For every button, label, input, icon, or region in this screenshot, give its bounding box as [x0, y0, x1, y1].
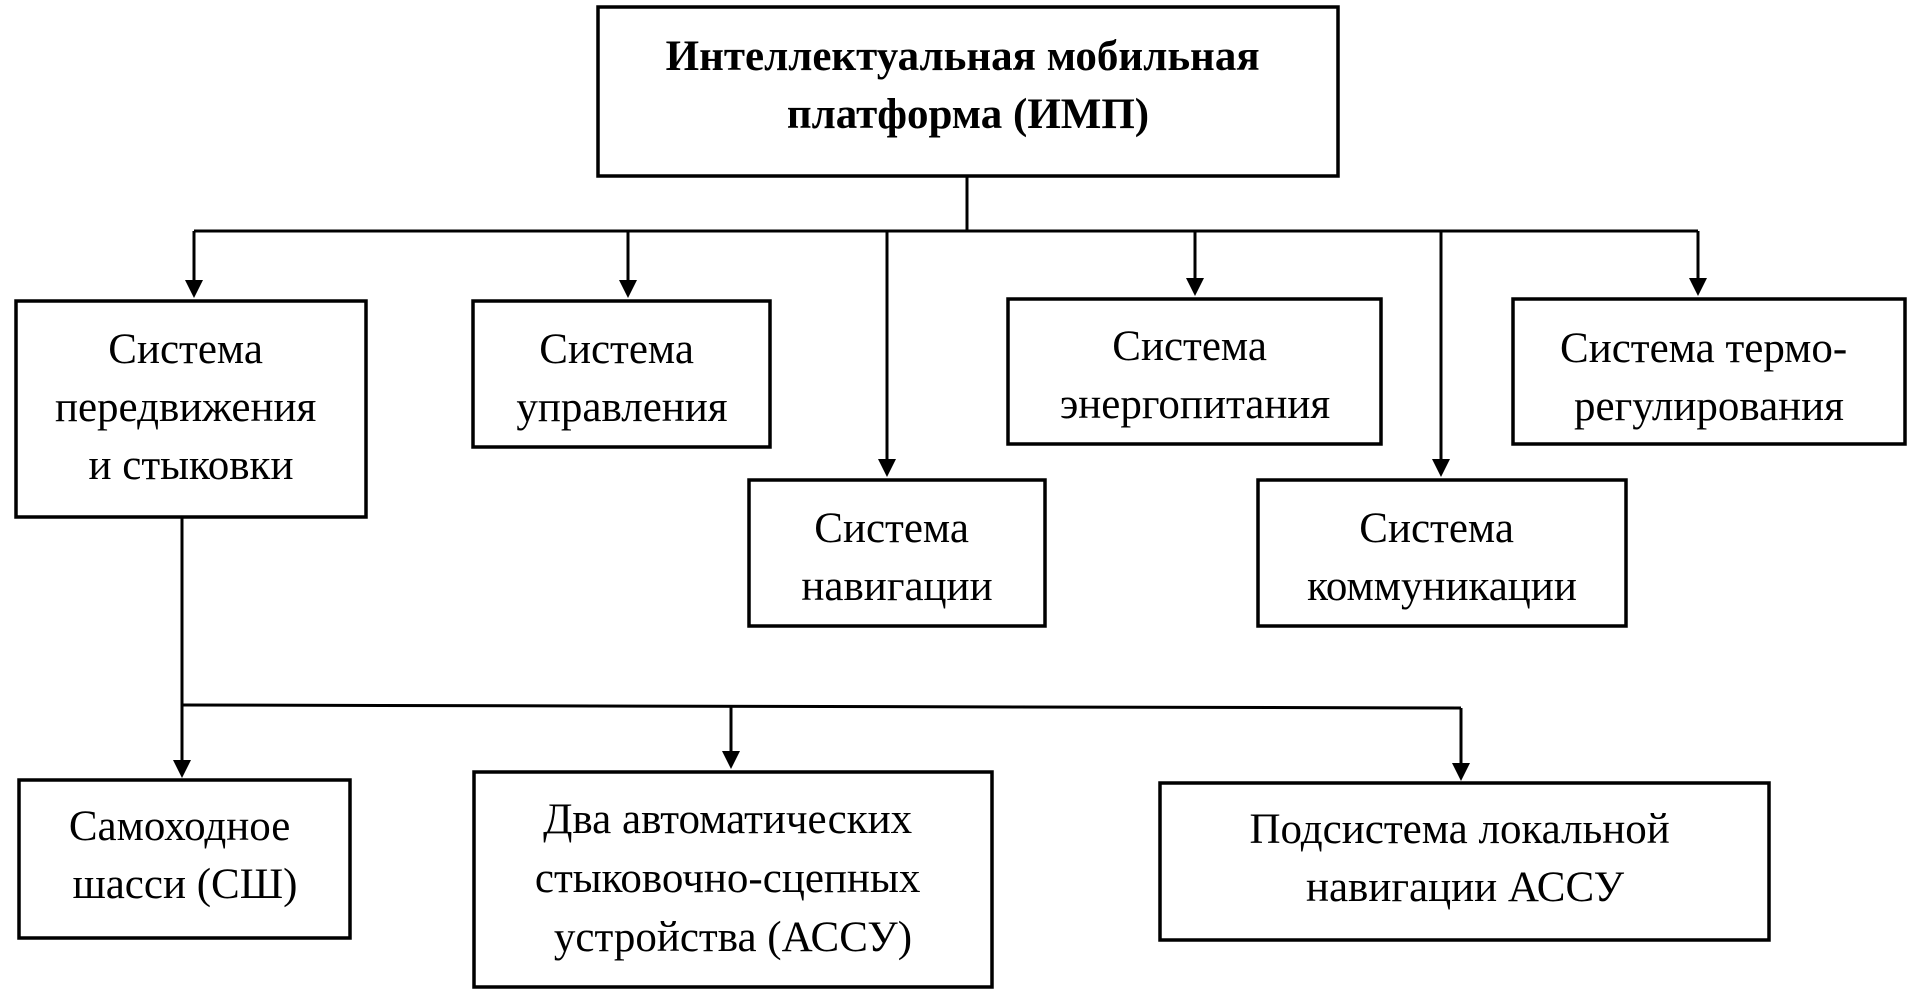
- node-box: [1006, 297, 1383, 446]
- node-label-line: Система: [814, 505, 969, 552]
- node-label-line: навигации: [801, 563, 992, 610]
- node-label-line: стыковочно-сцепных: [535, 855, 920, 902]
- node-label-line: Подсистема локальной: [1249, 806, 1669, 853]
- node-label: Интеллектуальная мобильная платформа (ИМ…: [666, 33, 1271, 138]
- node-box: [1158, 781, 1771, 942]
- node-label: Система управления: [516, 326, 727, 431]
- node-label-line: регулирования: [1574, 383, 1844, 430]
- node-label-line: Система: [108, 326, 263, 373]
- node-docking-devices: Два автоматических стыковочно-сцепных ус…: [472, 770, 994, 989]
- node-label-line: Система: [539, 326, 694, 373]
- node-label-line: передвижения: [55, 384, 316, 431]
- node-control-system: Система управления: [471, 299, 772, 449]
- node-movement-docking-system: Система передвижения и стыковки: [14, 299, 368, 519]
- node-label-line: навигации АССУ: [1306, 864, 1625, 911]
- node-navigation-system: Система навигации: [747, 478, 1047, 628]
- arrowhead-movement-system: [185, 280, 203, 298]
- node-label-line: Система: [1359, 505, 1514, 552]
- arrowhead-docking-devices: [722, 751, 740, 769]
- node-label: Система коммуникации: [1307, 505, 1577, 610]
- arrowhead-navigation-system: [878, 459, 896, 477]
- node-box: [17, 778, 352, 940]
- node-label-line: и стыковки: [89, 442, 294, 489]
- node-power-system: Система энергопитания: [1006, 297, 1383, 446]
- node-label: Система энергопитания: [1060, 323, 1330, 428]
- node-label-line: платформа (ИМП): [787, 91, 1149, 138]
- node-box: [747, 478, 1047, 628]
- arrowhead-local-navigation: [1452, 763, 1470, 781]
- node-label: Подсистема локальной навигации АССУ: [1249, 806, 1680, 911]
- node-self-propelled-chassis: Самоходное шасси (СШ): [17, 778, 352, 940]
- arrowhead-communication-system: [1432, 459, 1450, 477]
- connectors: [173, 176, 1707, 781]
- node-label: Два автоматических стыковочно-сцепных ус…: [535, 796, 931, 961]
- node-thermal-regulation-system: Система термо- регулирования: [1511, 297, 1907, 446]
- node-label-line: Самоходное: [69, 803, 291, 850]
- node-label-line: коммуникации: [1307, 563, 1577, 610]
- node-label-line: шасси (СШ): [73, 861, 298, 908]
- node-box: [1256, 478, 1628, 628]
- arrowhead-power-system: [1186, 278, 1204, 296]
- node-label: Система передвижения и стыковки: [55, 326, 327, 489]
- node-label-line: управления: [516, 384, 727, 431]
- arrowhead-chassis: [173, 760, 191, 778]
- node-root-imp: Интеллектуальная мобильная платформа (ИМ…: [596, 5, 1340, 178]
- node-box: [596, 5, 1340, 178]
- node-box: [471, 299, 772, 449]
- node-local-navigation-subsystem: Подсистема локальной навигации АССУ: [1158, 781, 1771, 942]
- node-label-line: Система: [1112, 323, 1267, 370]
- node-label-line: Два автоматических: [543, 796, 912, 843]
- node-box: [1511, 297, 1907, 446]
- node-label-line: Интеллектуальная мобильная: [666, 33, 1260, 80]
- node-label-line: Система термо-: [1560, 325, 1847, 372]
- connector-level2-bus: [181, 703, 1462, 710]
- node-box: [14, 299, 368, 519]
- arrowhead-thermal-system: [1689, 278, 1707, 296]
- node-label-line: устройства (АССУ): [554, 914, 912, 961]
- node-label-line: энергопитания: [1060, 381, 1330, 428]
- node-label: Самоходное шасси (СШ): [69, 803, 301, 908]
- node-label: Система термо- регулирования: [1560, 325, 1858, 430]
- node-label: Система навигации: [801, 505, 992, 610]
- node-communication-system: Система коммуникации: [1256, 478, 1628, 628]
- node-box: [472, 770, 994, 989]
- arrowhead-control-system: [619, 280, 637, 298]
